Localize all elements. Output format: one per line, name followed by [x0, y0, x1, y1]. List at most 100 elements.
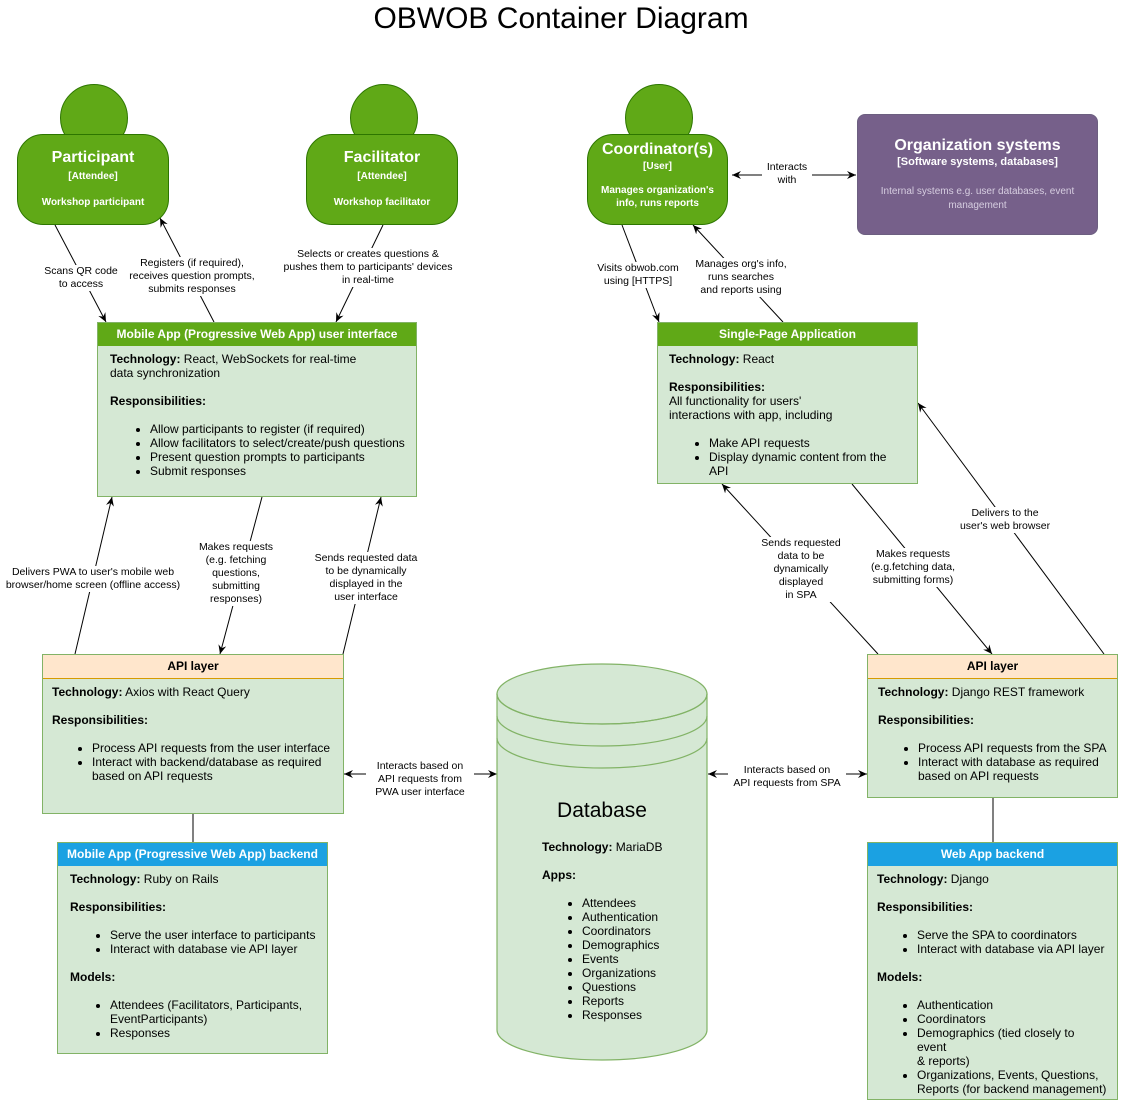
list-item: Present question prompts to participants — [150, 450, 406, 464]
list-item: Responses — [582, 1008, 707, 1022]
edge-label-line: Interacts based on — [743, 764, 831, 776]
spa-resp-text-1: All functionality for users' — [669, 394, 802, 408]
list-item: Authentication — [582, 910, 707, 924]
mobile-ui-resp-label: Responsibilities: — [110, 394, 207, 408]
edge-label-line: to be dynamically — [325, 565, 407, 577]
edge-label-line: submits responses — [148, 283, 236, 295]
database-tech: MariaDB — [612, 840, 663, 854]
web-backend-resp-label: Responsibilities: — [877, 900, 974, 914]
facilitator-type: [Attendee] — [357, 171, 407, 182]
database-title: Database — [557, 799, 647, 822]
database-content: Technology: MariaDB Apps: Attendees Auth… — [542, 840, 707, 1022]
spa-header: Single-Page Application — [658, 323, 917, 346]
edge-label-line: displayed — [778, 576, 824, 588]
api-right-resp-label: Responsibilities: — [878, 713, 975, 727]
api-right-header: API layer — [868, 655, 1117, 679]
list-item: Process API requests from the SPA — [918, 741, 1107, 755]
web-backend-container: Web App backend Technology: Django Respo… — [867, 842, 1118, 1100]
edge-label-line: Makes requests — [198, 541, 274, 553]
edge-label-sends-left: Sends requested data to be dynamically d… — [308, 552, 424, 604]
facilitator-name: Facilitator — [343, 149, 421, 166]
spa-resp-text-2: interactions with app, including — [669, 408, 833, 422]
list-item: Responses — [110, 1026, 317, 1040]
list-item: Attendees (Facilitators, Participants, — [110, 998, 317, 1012]
web-backend-resp-list: Serve the SPA to coordinators Interact w… — [877, 928, 1107, 956]
edge-label-line: PWA user interface — [375, 786, 465, 798]
list-item: Allow facilitators to select/create/push… — [150, 436, 406, 450]
list-item: Organizations, Events, Questions, — [917, 1068, 1107, 1082]
mobile-ui-tech-label: Technology: — [110, 352, 181, 366]
web-backend-tech: Django — [947, 872, 989, 886]
edge-label-line: to access — [58, 278, 104, 290]
list-item: Authentication — [917, 998, 1107, 1012]
edge-label-line: Delivers PWA to user's mobile web — [11, 566, 175, 578]
database-apps-list: Attendees Authentication Coordinators De… — [542, 896, 707, 1022]
list-item: Organizations — [582, 966, 707, 980]
edge-label-line: Registers (if required), — [140, 257, 244, 269]
edge-label-line: questions, — [212, 567, 260, 579]
list-item: Coordinators — [917, 1012, 1107, 1026]
mobile-ui-header: Mobile App (Progressive Web App) user in… — [98, 323, 416, 346]
edge-label-manages: Manages org's info, runs searches and re… — [690, 258, 792, 297]
list-item: Make API requests — [709, 436, 907, 450]
list-item: Serve the user interface to participants — [110, 928, 317, 942]
list-item: Allow participants to register (if requi… — [150, 422, 406, 436]
edge-label-db-left: Interacts based on API requests from PWA… — [366, 760, 474, 799]
facilitator-person: Facilitator [Attendee] Workshop facilita… — [306, 134, 458, 225]
edge-label-line: displayed in the — [329, 578, 403, 590]
mobile-ui-tech-2: data synchronization — [110, 366, 221, 380]
edge-label-line: with — [777, 174, 797, 186]
edge-label-line: Sends requested — [761, 537, 841, 549]
edge-label-line: Interacts based on — [376, 760, 464, 772]
list-item: Questions — [582, 980, 707, 994]
edge-label-line: Delivers to the — [971, 507, 1039, 519]
spa-tech: React — [739, 352, 775, 366]
participant-desc: Workshop participant — [41, 197, 145, 208]
list-item: Process API requests from the user inter… — [92, 741, 333, 755]
mobile-backend-container: Mobile App (Progressive Web App) backend… — [57, 842, 328, 1054]
edge-label-selects: Selects or creates questions & pushes th… — [282, 248, 454, 287]
web-backend-models-label: Models: — [877, 970, 923, 984]
api-left-header: API layer — [43, 655, 343, 679]
mobile-ui-tech: React, WebSockets for real-time — [180, 352, 357, 366]
api-left-resp-list: Process API requests from the user inter… — [52, 741, 333, 783]
list-item: Display dynamic content from the API — [709, 450, 907, 478]
list-item: Interact with database via API layer — [917, 942, 1107, 956]
list-item: Interact with backend/database as requir… — [92, 755, 333, 769]
edge-label-line: user's web browser — [959, 520, 1051, 532]
edge-label-sends-right: Sends requested data to be dynamically d… — [755, 537, 847, 602]
edge-label-db-right: Interacts based on API requests from SPA — [728, 764, 846, 790]
edge-label-visits: Visits obwob.com using [HTTPS] — [592, 262, 684, 288]
mobile-ui-container: Mobile App (Progressive Web App) user in… — [97, 322, 417, 497]
list-item: Submit responses — [150, 464, 406, 478]
list-item: EventParticipants) — [110, 1012, 208, 1026]
coordinator-person: Coordinator(s) [User] Manages organizati… — [587, 134, 728, 225]
list-item: Reports — [582, 994, 707, 1008]
list-item: Reports (for backend management) — [917, 1082, 1107, 1096]
list-item: based on API requests — [918, 769, 1039, 783]
edge-label-line: pushes them to participants' devices — [283, 261, 453, 273]
api-layer-right: API layer Technology: Django REST framew… — [867, 654, 1118, 798]
api-right-resp-list: Process API requests from the SPA Intera… — [878, 741, 1107, 783]
list-item: based on API requests — [92, 769, 213, 783]
list-item: Serve the SPA to coordinators — [917, 928, 1107, 942]
coordinator-desc: Manages organization's info, runs report… — [601, 185, 714, 209]
edge-label-line: user interface — [334, 591, 398, 603]
web-backend-header: Web App backend — [868, 843, 1117, 866]
spa-resp-list: Make API requests Display dynamic conten… — [669, 436, 907, 478]
facilitator-desc: Workshop facilitator — [333, 197, 431, 208]
spa-tech-label: Technology: — [669, 352, 740, 366]
edge-label-line: (e.g.fetching data, — [870, 561, 956, 573]
coordinator-name: Coordinator(s) — [601, 141, 714, 158]
edge-label-interacts-with: Interacts with — [762, 161, 812, 187]
edge-label-scans: Scans QR code to access — [36, 265, 126, 291]
organization-systems: Organization systems [Software systems, … — [857, 114, 1098, 235]
list-item: Interact with database as required — [918, 755, 1107, 769]
list-item: Coordinators — [582, 924, 707, 938]
list-item: Attendees — [582, 896, 707, 910]
mobile-backend-models-list: Attendees (Facilitators, Participants, E… — [70, 998, 317, 1040]
mobile-backend-resp-label: Responsibilities: — [70, 900, 167, 914]
database-tech-label: Technology: — [542, 840, 613, 854]
participant-person: Participant [Attendee] Workshop particip… — [17, 134, 169, 225]
api-left-tech: Axios with React Query — [122, 685, 250, 699]
